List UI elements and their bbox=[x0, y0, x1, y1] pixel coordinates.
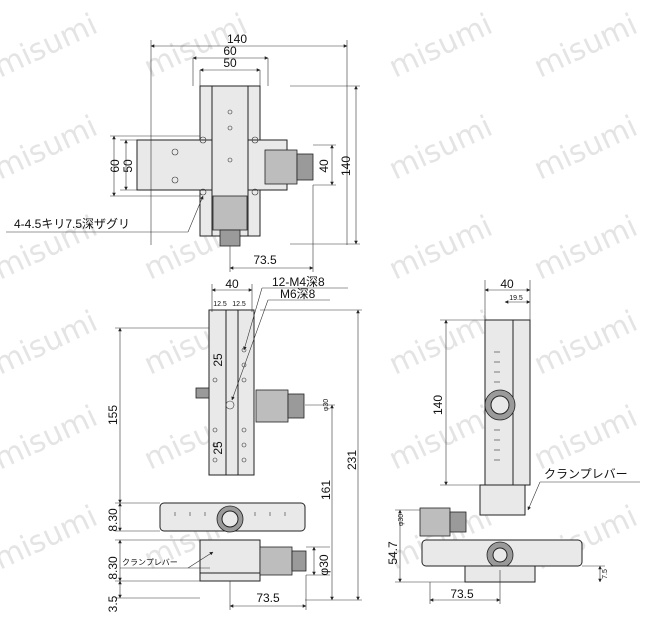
front-view-lower-stage bbox=[199, 539, 261, 574]
dim-height-161: 161 bbox=[319, 480, 333, 500]
note-clamp-lever-side: クランプレバー bbox=[544, 467, 628, 481]
front-view-knob-bottom bbox=[259, 546, 293, 576]
side-view-slide bbox=[479, 484, 526, 516]
watermark-text: misumi bbox=[0, 499, 103, 577]
watermark-text: misumi bbox=[529, 304, 643, 382]
side-view-scale-strip bbox=[512, 319, 531, 486]
side-view-knob bbox=[419, 507, 451, 537]
dim-height-8-30-a: 8.30 bbox=[106, 508, 120, 532]
dim-height-7-5: 7.5 bbox=[602, 569, 609, 579]
watermark-text: misumi bbox=[0, 7, 103, 85]
front-view-bottom bbox=[199, 572, 261, 582]
front-view-knob-bottom-cap bbox=[291, 550, 307, 572]
top-view-knob-cap bbox=[219, 229, 241, 247]
front-view-rail bbox=[225, 309, 239, 476]
dim-phi30: φ30 bbox=[317, 554, 331, 575]
dim-height-155: 155 bbox=[106, 405, 120, 425]
dim-width-60: 60 bbox=[223, 44, 237, 58]
dim-height-231: 231 bbox=[345, 450, 359, 470]
top-view-holes bbox=[171, 109, 259, 196]
front-view-knob-mid-cap bbox=[287, 393, 305, 419]
watermark-text: misumi bbox=[529, 209, 643, 287]
side-view: 40 19.5 140 54.7 φ30 73.5 7.5 クランプレバー bbox=[386, 277, 640, 604]
note-tap-m6: M6深8 bbox=[280, 287, 316, 301]
dim-phi30-side: φ30 bbox=[398, 514, 405, 526]
watermark-text: misumi bbox=[529, 399, 643, 477]
dim-width-50: 50 bbox=[223, 56, 237, 70]
dim-spacing-12-5-a: 12.5 bbox=[213, 301, 227, 308]
watermark-text: misumi bbox=[384, 304, 498, 382]
note-tap-12-m4: 12-M4深8 bbox=[272, 275, 325, 289]
dim-height-50: 50 bbox=[121, 159, 135, 173]
dim-depth-40: 40 bbox=[317, 159, 331, 173]
dim-height-60: 60 bbox=[108, 159, 122, 173]
dim-height-8-30-b: 8.30 bbox=[106, 556, 120, 580]
top-view-knob-right-cap bbox=[296, 153, 314, 181]
top-view: 140 60 50 60 50 40 140 73.5 4-4.5キリ7.5深ザ… bbox=[6, 32, 360, 272]
dim-pitch-25-b: 25 bbox=[211, 441, 225, 455]
note-counterbore: 4-4.5キリ7.5深ザグリ bbox=[14, 217, 130, 231]
dim-height-54-7: 54.7 bbox=[386, 541, 400, 565]
dim-spacing-12-5-b: 12.5 bbox=[232, 301, 246, 308]
watermark-text: misumi bbox=[384, 109, 498, 187]
watermark-text: misumi bbox=[0, 304, 103, 382]
front-view-plate-ticks bbox=[174, 512, 286, 516]
front-view-lever bbox=[195, 387, 210, 399]
front-view: 40 12.5 12.5 25 25 φ30 12-M4深8 M6深8 155 … bbox=[106, 275, 362, 612]
watermark-text: misumi bbox=[0, 399, 103, 477]
dim-height-140-side: 140 bbox=[431, 395, 445, 415]
dim-width-140: 140 bbox=[227, 32, 247, 46]
watermark-text: misumi bbox=[384, 209, 498, 287]
dim-spacing-19-5: 19.5 bbox=[509, 295, 523, 302]
watermark-text: misumi bbox=[384, 7, 498, 85]
side-view-knob-cap bbox=[449, 511, 467, 533]
dim-width-40-side: 40 bbox=[500, 277, 514, 291]
top-view-knob-right bbox=[264, 149, 298, 185]
watermark-text: misumi bbox=[0, 109, 103, 187]
dim-length-73-5: 73.5 bbox=[253, 253, 277, 267]
watermark-text: misumi bbox=[529, 109, 643, 187]
side-view-scale-ticks bbox=[494, 351, 500, 461]
dim-height-140: 140 bbox=[339, 156, 353, 176]
front-view-knob-mid bbox=[255, 389, 289, 423]
dim-pitch-25-a: 25 bbox=[211, 353, 225, 367]
watermark-text: misumi bbox=[529, 7, 643, 85]
top-view-knob-bottom bbox=[212, 195, 248, 231]
dim-height-3-5: 3.5 bbox=[106, 595, 120, 612]
dim-length-73-5-front: 73.5 bbox=[256, 591, 280, 605]
dim-width-40: 40 bbox=[225, 277, 239, 291]
note-clamp-lever-front: クランプレバー bbox=[122, 558, 178, 567]
dim-length-73-5-side: 73.5 bbox=[450, 587, 474, 601]
